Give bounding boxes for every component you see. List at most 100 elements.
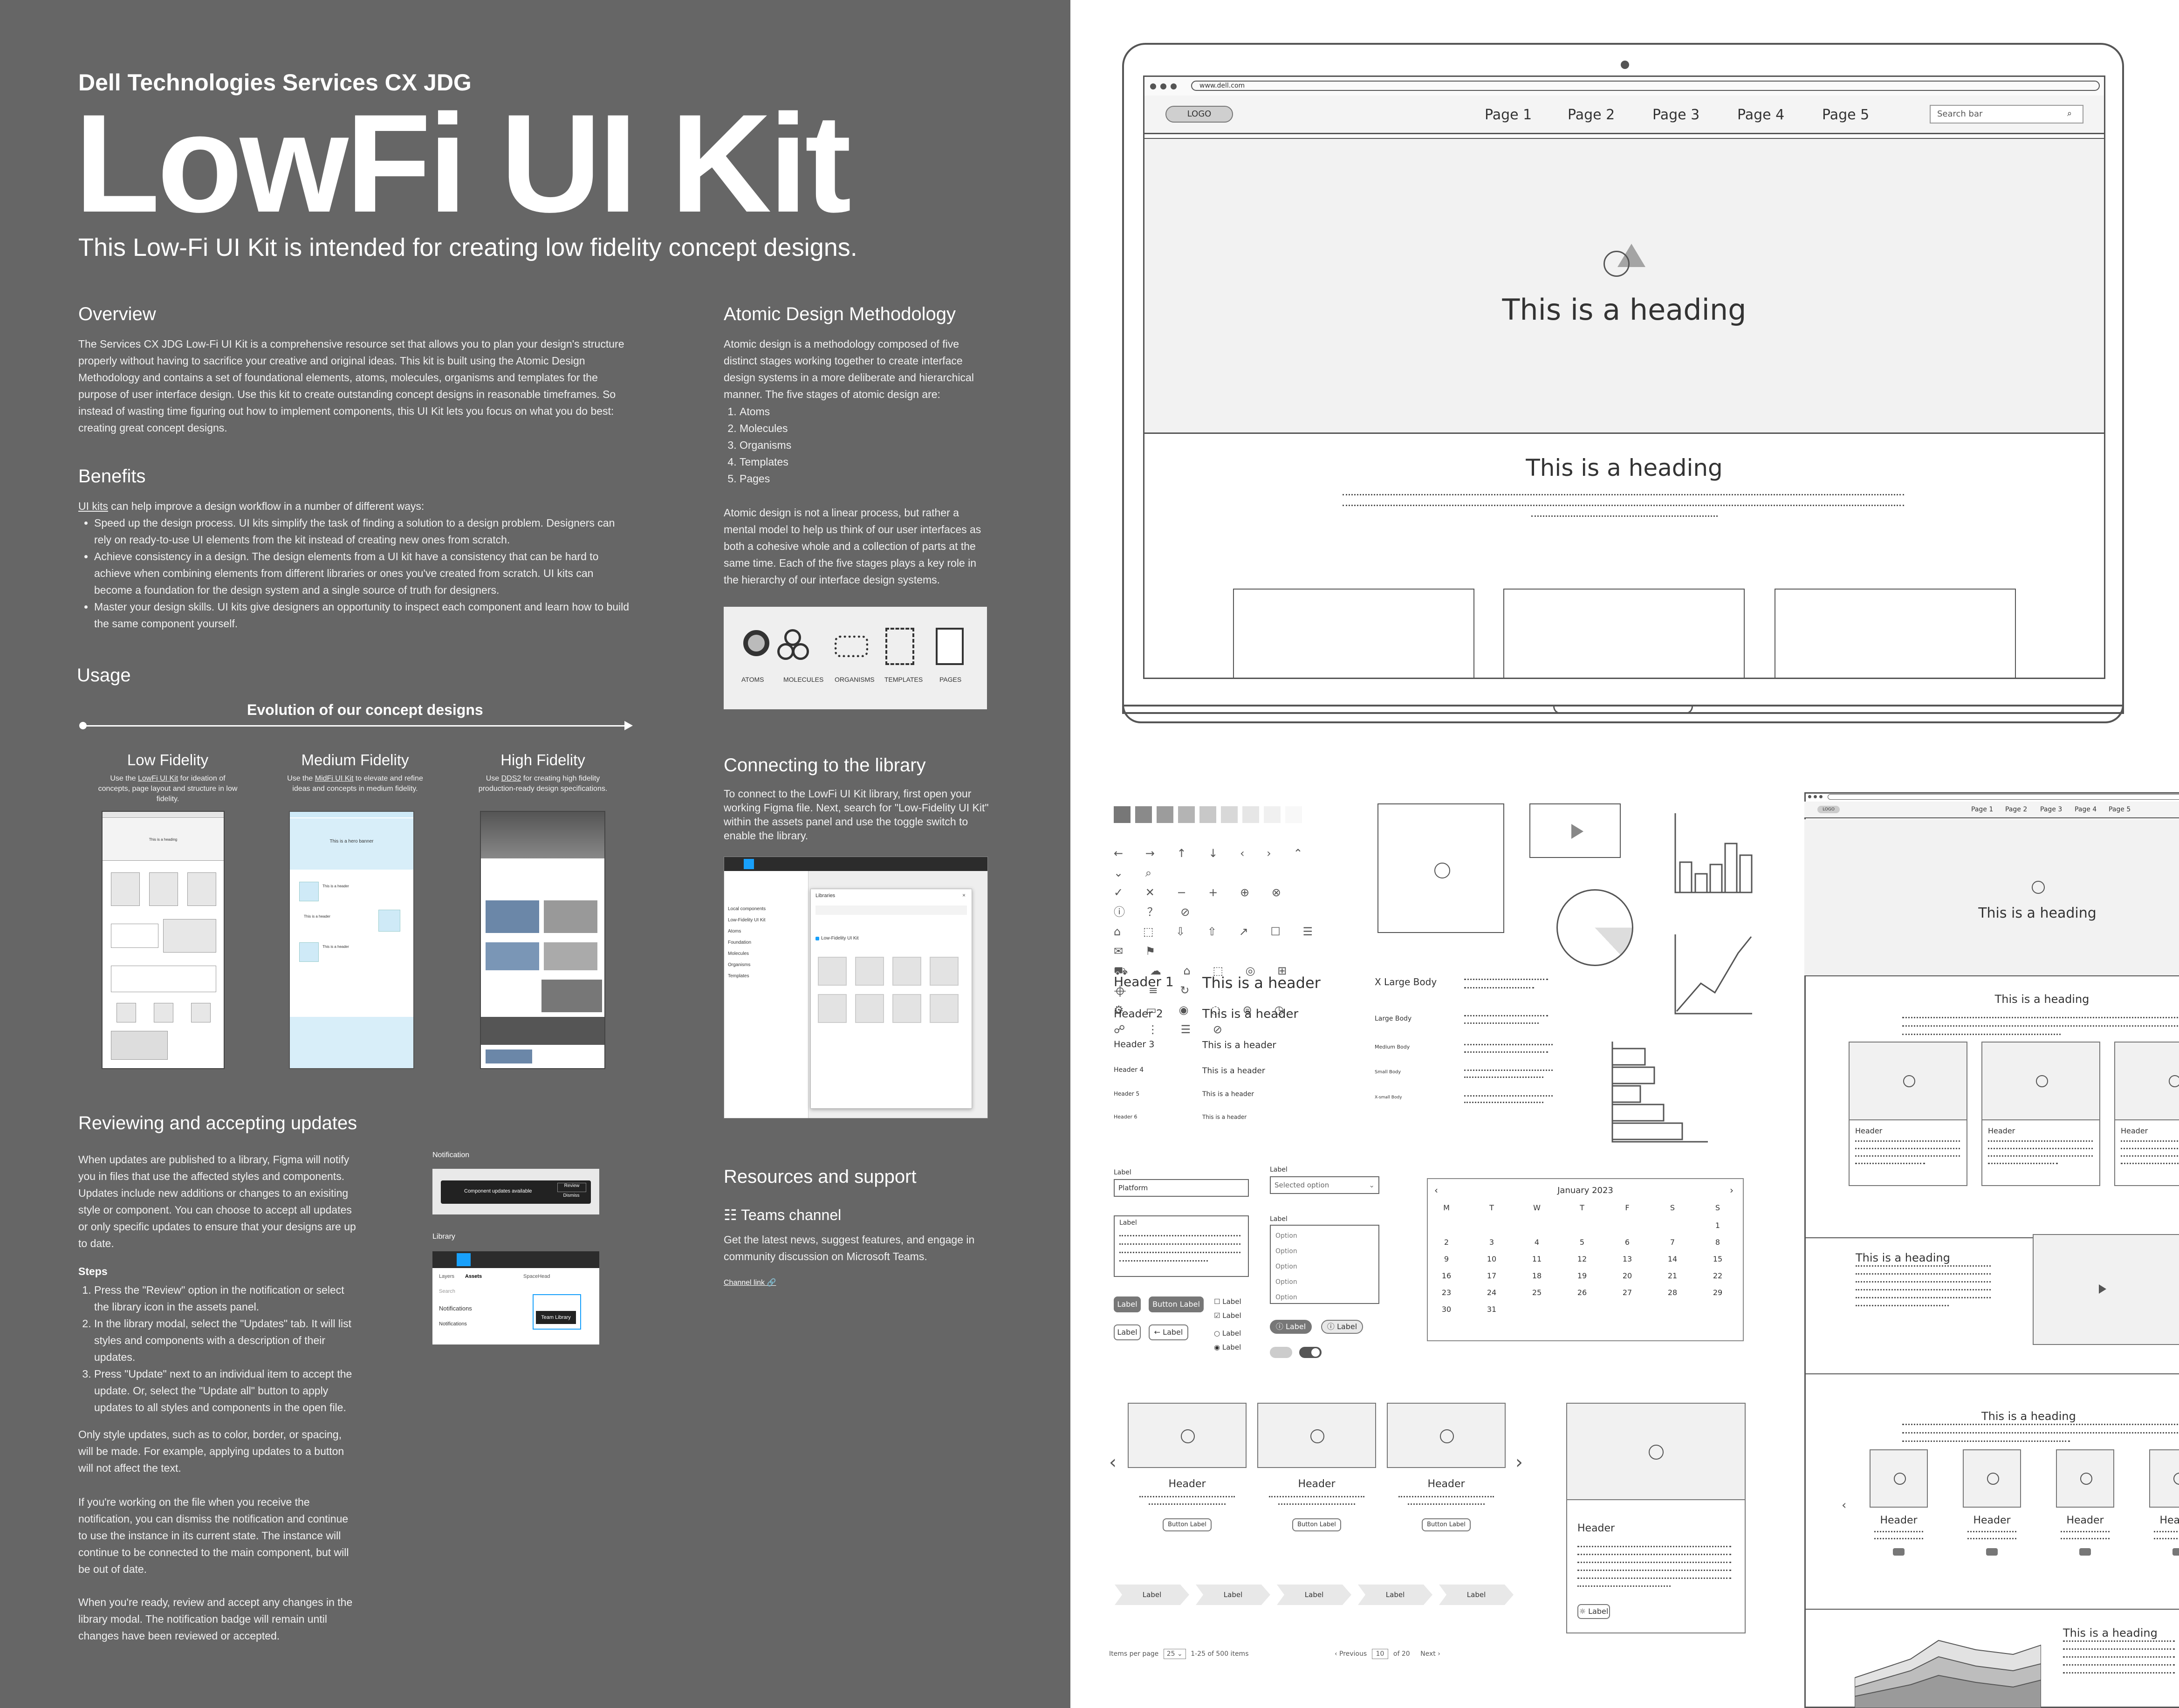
calendar-date[interactable]: 25 <box>1532 1288 1542 1297</box>
calendar-date[interactable]: 16 <box>1441 1271 1452 1280</box>
step-indicator[interactable]: Label <box>1115 1585 1189 1605</box>
chevron-right-icon[interactable]: › <box>1730 1185 1734 1196</box>
play-icon[interactable] <box>2099 1284 2106 1294</box>
review-button[interactable]: Review <box>557 1183 586 1192</box>
card-button[interactable] <box>2079 1548 2091 1556</box>
listbox-option[interactable]: Option <box>1275 1278 1297 1286</box>
card-button[interactable] <box>2172 1548 2179 1556</box>
text-input[interactable]: Platform <box>1114 1179 1249 1197</box>
next-button[interactable]: Next › <box>1420 1650 1440 1658</box>
card-button[interactable]: Button Label <box>1163 1518 1212 1531</box>
step-indicator[interactable]: Label <box>1439 1585 1514 1605</box>
template-nav-item[interactable]: Page 2 <box>2005 806 2028 813</box>
library-row[interactable]: Notifications <box>439 1305 472 1312</box>
play-icon[interactable] <box>1571 824 1583 839</box>
calendar-date[interactable]: 1 <box>1715 1221 1720 1230</box>
nav-item[interactable]: Page 1 <box>1485 107 1532 123</box>
calendar-date[interactable]: 28 <box>1667 1288 1678 1297</box>
calendar-date[interactable]: 30 <box>1441 1305 1452 1314</box>
calendar-date[interactable]: 14 <box>1667 1255 1678 1263</box>
radio[interactable]: ◉ Label <box>1214 1343 1241 1351</box>
primary-button[interactable]: Button Label <box>1149 1296 1204 1312</box>
secondary-button[interactable]: Label <box>1114 1324 1141 1340</box>
search-icon[interactable]: ⌕ <box>2067 109 2072 118</box>
previous-button[interactable]: ‹ Previous <box>1334 1650 1367 1658</box>
primary-button[interactable]: Label <box>1114 1296 1141 1312</box>
library-row[interactable]: Notifications <box>439 1321 467 1327</box>
calendar-date[interactable]: 13 <box>1622 1255 1632 1263</box>
library-search-input[interactable]: Search <box>439 1289 455 1294</box>
card-button[interactable]: Button Label <box>1422 1518 1471 1531</box>
calendar-date[interactable]: 26 <box>1577 1288 1587 1297</box>
nav-item[interactable]: Page 5 <box>1822 107 1870 123</box>
calendar-date[interactable]: 9 <box>1444 1255 1449 1263</box>
search-input[interactable]: Search bar <box>1930 105 2083 123</box>
tag-chip[interactable]: ⓘ Label <box>1270 1320 1312 1334</box>
channel-link[interactable]: Channel link 🔗 <box>724 1279 776 1287</box>
carousel-prev-icon[interactable]: ‹ <box>1109 1452 1117 1473</box>
calendar-date[interactable]: 8 <box>1715 1238 1720 1247</box>
url-bar[interactable]: www.dell.com <box>1191 81 2100 91</box>
ui-kits-link[interactable]: UI kits <box>78 500 108 512</box>
carousel-prev-icon[interactable]: ‹ <box>1842 1498 1847 1512</box>
calendar-date[interactable]: 19 <box>1577 1271 1587 1280</box>
dds2-link[interactable]: DDS2 <box>501 775 521 782</box>
calendar-date[interactable]: 27 <box>1622 1288 1632 1297</box>
calendar-date[interactable]: 18 <box>1532 1271 1542 1280</box>
toggle-off[interactable] <box>1270 1347 1292 1358</box>
card-button[interactable]: ☼ Label <box>1577 1604 1610 1619</box>
step-indicator[interactable]: Label <box>1358 1585 1432 1605</box>
template-logo[interactable]: LOGO <box>1817 806 1840 813</box>
calendar-date[interactable]: 15 <box>1713 1255 1723 1263</box>
calendar-date[interactable]: 20 <box>1622 1271 1632 1280</box>
template-nav-item[interactable]: Page 4 <box>2075 806 2097 813</box>
library-item[interactable]: Low-Fidelity UI Kit <box>821 936 859 941</box>
per-page-select[interactable]: 25 ⌄ <box>1163 1649 1186 1659</box>
template-nav-item[interactable]: Page 1 <box>1971 806 1994 813</box>
site-logo[interactable]: LOGO <box>1165 106 1233 123</box>
template-nav-item[interactable]: Page 3 <box>2040 806 2063 813</box>
calendar-date[interactable]: 29 <box>1713 1288 1723 1297</box>
textarea[interactable]: Label <box>1114 1215 1249 1277</box>
select-dropdown[interactable]: Selected option⌄ <box>1270 1176 1379 1194</box>
listbox-option[interactable]: Option <box>1275 1232 1297 1240</box>
calendar-date[interactable]: 2 <box>1444 1238 1449 1247</box>
calendar-date[interactable]: 12 <box>1577 1255 1587 1263</box>
radio[interactable]: ○ Label <box>1214 1329 1241 1338</box>
listbox-option[interactable]: Option <box>1275 1248 1297 1255</box>
checkbox[interactable]: ☑ Label <box>1214 1311 1241 1320</box>
page-number-input[interactable]: 10 <box>1371 1649 1389 1659</box>
calendar-date[interactable]: 11 <box>1532 1255 1542 1263</box>
step-indicator[interactable]: Label <box>1277 1585 1351 1605</box>
close-icon[interactable]: × <box>962 892 966 899</box>
nav-item[interactable]: Page 2 <box>1568 107 1615 123</box>
carousel-next-icon[interactable]: › <box>1515 1452 1523 1473</box>
nav-item[interactable]: Page 4 <box>1737 107 1785 123</box>
listbox[interactable]: Option Option Option Option Option <box>1270 1225 1379 1304</box>
feature-card[interactable] <box>1775 589 2016 678</box>
card-button[interactable]: Button Label <box>1292 1518 1341 1531</box>
calendar-date[interactable]: 24 <box>1487 1288 1497 1297</box>
card-button[interactable] <box>1893 1548 1905 1556</box>
checkbox[interactable]: ☐ Label <box>1214 1297 1241 1306</box>
calendar-date[interactable]: 6 <box>1624 1238 1630 1247</box>
listbox-option[interactable]: Option <box>1275 1294 1297 1301</box>
midfi-kit-link[interactable]: MidFi UI Kit <box>315 775 354 782</box>
calendar-date[interactable]: 31 <box>1487 1305 1497 1314</box>
feature-card[interactable] <box>1503 589 1745 678</box>
tab-spacehead[interactable]: SpaceHead <box>523 1274 550 1279</box>
tab-assets[interactable]: Assets <box>465 1274 482 1279</box>
tab-layers[interactable]: Layers <box>439 1274 455 1279</box>
calendar-date[interactable]: 7 <box>1670 1238 1675 1247</box>
listbox-option[interactable]: Option <box>1275 1263 1297 1270</box>
lowfi-kit-link[interactable]: LowFi UI Kit <box>137 775 178 782</box>
calendar-date[interactable]: 4 <box>1534 1238 1540 1247</box>
tag-chip[interactable]: ⓘ Label <box>1321 1320 1363 1334</box>
chevron-left-icon[interactable]: ‹ <box>1434 1185 1438 1196</box>
toggle-on[interactable] <box>1299 1347 1322 1358</box>
content-card[interactable]: Header ☼ Label <box>1566 1403 1746 1633</box>
calendar-date[interactable]: 5 <box>1579 1238 1585 1247</box>
calendar-date[interactable]: 23 <box>1441 1288 1452 1297</box>
back-button[interactable]: ← Label <box>1149 1324 1188 1340</box>
calendar-date[interactable]: 3 <box>1489 1238 1494 1247</box>
